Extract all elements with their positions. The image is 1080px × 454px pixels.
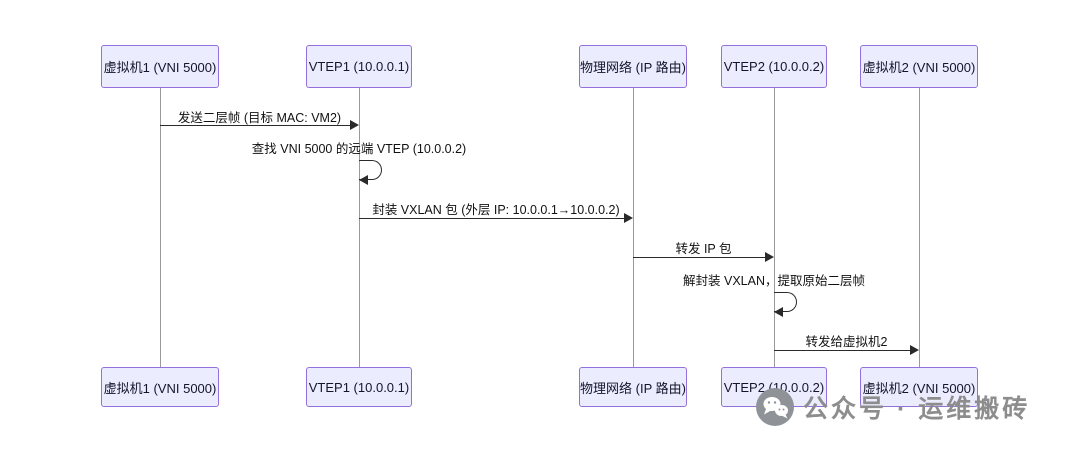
self-loop-arc bbox=[359, 160, 382, 180]
watermark: 公众号 · 运维搬砖 bbox=[756, 388, 1030, 426]
actor-label: 虚拟机1 (VNI 5000) bbox=[103, 380, 217, 396]
actor-label: VTEP2 (10.0.0.2) bbox=[723, 59, 825, 74]
actor-label: 物理网络 (IP 路由) bbox=[580, 60, 686, 75]
actor-vtep1-bottom: VTEP1 (10.0.0.1) bbox=[306, 367, 412, 407]
message-label: 转发 IP 包 bbox=[675, 242, 732, 256]
actor-network-bottom: 物理网络 (IP 路由) bbox=[579, 367, 687, 407]
actor-vtep2-top: VTEP2 (10.0.0.2) bbox=[721, 45, 827, 88]
message-line bbox=[359, 218, 624, 219]
actor-label: VTEP1 (10.0.0.1) bbox=[308, 59, 410, 74]
lifeline-vm1 bbox=[159, 88, 161, 367]
actor-label: 虚拟机2 (VNI 5000) bbox=[862, 380, 976, 396]
message-label: 封装 VXLAN 包 (外层 IP: 10.0.0.1→10.0.0.2) bbox=[372, 203, 620, 217]
arrowhead-left-icon bbox=[774, 307, 783, 317]
actor-label: 虚拟机1 (VNI 5000) bbox=[103, 60, 217, 75]
message-label: 查找 VNI 5000 的远端 VTEP (10.0.0.2) bbox=[251, 142, 467, 156]
self-loop-arc bbox=[774, 292, 797, 312]
message-label: 解封装 VXLAN，提取原始二层帧 bbox=[683, 274, 865, 288]
arrowhead-right-icon bbox=[624, 213, 633, 223]
actor-label: VTEP2 (10.0.0.2) bbox=[723, 379, 825, 395]
arrowhead-left-icon bbox=[359, 175, 368, 185]
message-label: 发送二层帧 (目标 MAC: VM2) bbox=[177, 111, 342, 125]
arrowhead-right-icon bbox=[765, 252, 774, 262]
message-line bbox=[633, 257, 765, 258]
lifeline-vtep2 bbox=[773, 88, 775, 367]
arrowhead-right-icon bbox=[350, 120, 359, 130]
lifeline-vtep1 bbox=[358, 88, 360, 367]
arrowhead-right-icon bbox=[910, 345, 919, 355]
actor-vm1-bottom: 虚拟机1 (VNI 5000) bbox=[101, 367, 219, 407]
message-line bbox=[160, 125, 351, 126]
message-line bbox=[774, 350, 910, 351]
lifeline-vm2 bbox=[918, 88, 920, 367]
actor-label: 物理网络 (IP 路由) bbox=[580, 380, 686, 396]
actor-vtep1-top: VTEP1 (10.0.0.1) bbox=[306, 45, 412, 88]
actor-label: VTEP1 (10.0.0.1) bbox=[308, 379, 410, 395]
actor-vm1-top: 虚拟机1 (VNI 5000) bbox=[101, 45, 219, 88]
lifeline-network bbox=[632, 88, 634, 367]
actor-vm2-top: 虚拟机2 (VNI 5000) bbox=[860, 45, 978, 88]
message-label: 转发给虚拟机2 bbox=[805, 335, 888, 349]
actor-network-top: 物理网络 (IP 路由) bbox=[579, 45, 687, 88]
watermark-text: 公众号 · 运维搬砖 bbox=[803, 395, 1031, 423]
actor-vm2-bottom: 虚拟机2 (VNI 5000) bbox=[860, 367, 978, 407]
actor-label: 虚拟机2 (VNI 5000) bbox=[862, 60, 976, 75]
wechat-icon bbox=[756, 388, 794, 426]
